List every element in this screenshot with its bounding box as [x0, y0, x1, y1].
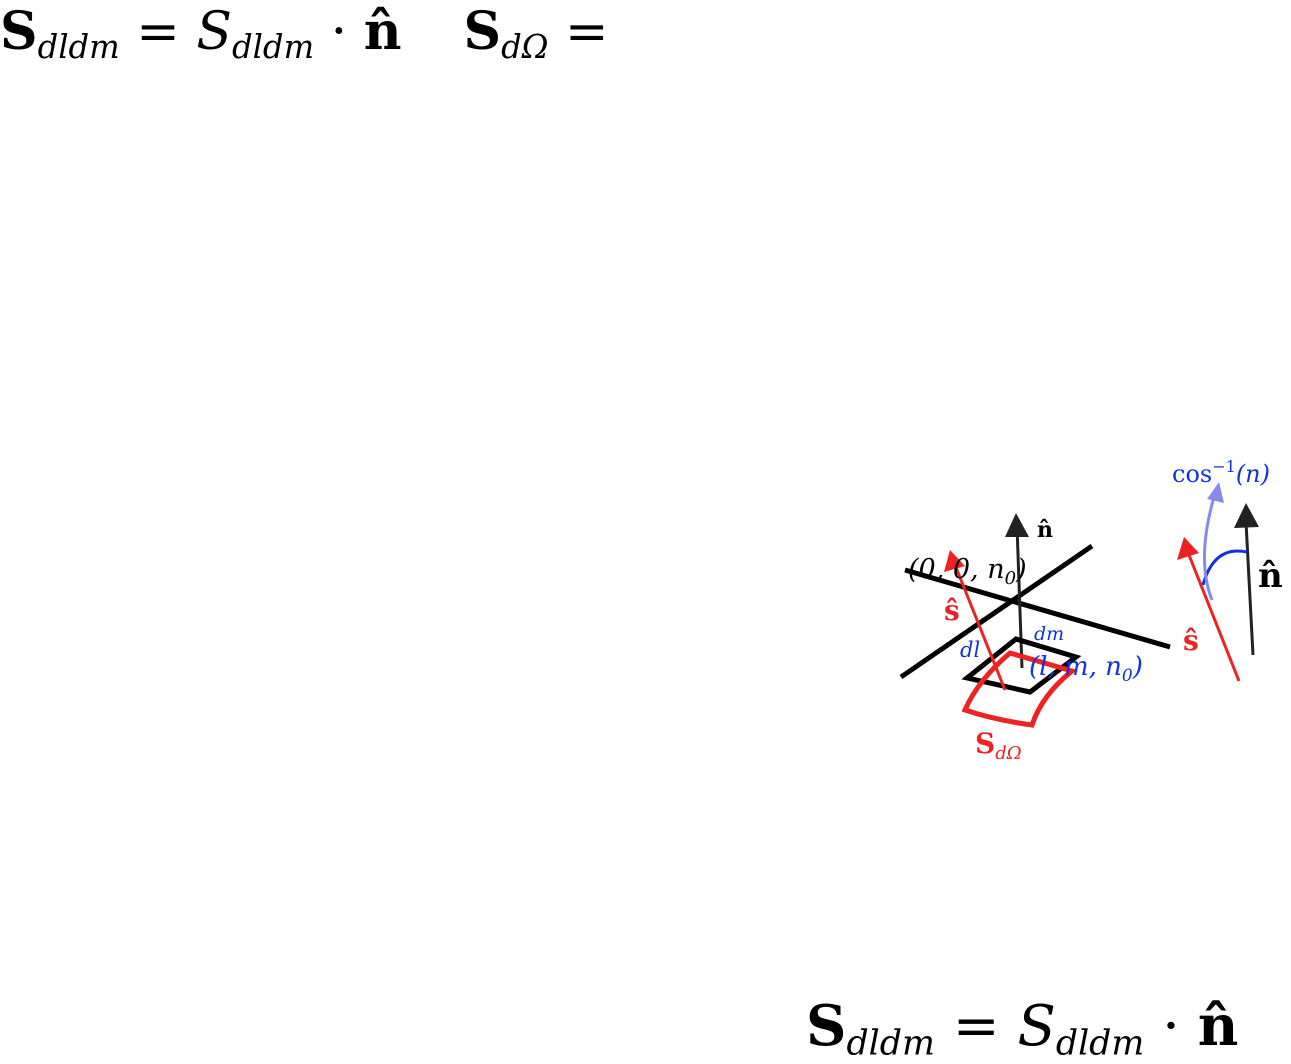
top-scalar-sub: dldm [231, 28, 315, 67]
s-hat-left-label: ŝ [944, 594, 960, 627]
bottom-equals: = [934, 994, 1018, 1059]
top-vector-s: S [0, 1, 38, 62]
top-vector-s2: S [463, 1, 502, 62]
domega-patch [961, 650, 1078, 728]
normal-arrow-small [1015, 525, 1024, 669]
s-hat-arrow-left [953, 564, 1007, 691]
bottom-scalar-sub: dldm [1055, 1023, 1145, 1064]
top-vector-sub: dldm [37, 28, 120, 67]
bottom-vector-s: S [806, 993, 847, 1059]
bottom-vector-sub: dldm [846, 1023, 935, 1064]
angle-arc [1201, 549, 1248, 586]
bottom-normal: n̂ [1197, 993, 1239, 1059]
s-hat-arrow-right-head [1177, 537, 1199, 560]
top-equals-2: = [548, 2, 609, 62]
plane-axis-2 [899, 543, 1094, 680]
top-equals: = [119, 2, 197, 62]
dm-label: dm [1034, 623, 1064, 645]
normal-arrow-right [1244, 521, 1255, 656]
s-hat-arrow-left-head [944, 550, 965, 572]
normal-arrow-right-head [1234, 503, 1259, 528]
plane-axis-1 [904, 567, 1171, 650]
bottom-dot: · [1144, 994, 1198, 1059]
bottom-equation: Sdldm = Sdldm · n̂ [806, 998, 1238, 1061]
s-hat-arrow-right [1187, 554, 1241, 682]
top-scalar-s: S [196, 2, 232, 62]
top-vector-s2-sub: dΩ [501, 28, 549, 67]
top-dot: · [314, 2, 364, 62]
patch-point-label: (l, m, n0) [1029, 652, 1143, 686]
n-hat-right-label: n̂ [1258, 556, 1283, 596]
bottom-scalar-s: S [1017, 994, 1056, 1059]
normal-arrow-small-head [1005, 513, 1029, 537]
angle-curve-arrow [1202, 496, 1216, 601]
angle-curve-arrow-head [1207, 482, 1224, 503]
top-normal: n̂ [363, 1, 402, 62]
s-domega-label: SdΩ [975, 727, 1022, 764]
angle-label: cos−1(n) [1172, 457, 1270, 488]
origin-label: (0, 0, n0) [908, 554, 1027, 589]
dldm-patch [961, 636, 1082, 695]
s-hat-right-label: ŝ [1183, 624, 1199, 657]
dl-label: dl [960, 638, 980, 662]
top-equation: Sdldm = Sdldm · n̂SdΩ = [0, 6, 609, 67]
n-hat-small-label: n̂ [1037, 517, 1053, 543]
